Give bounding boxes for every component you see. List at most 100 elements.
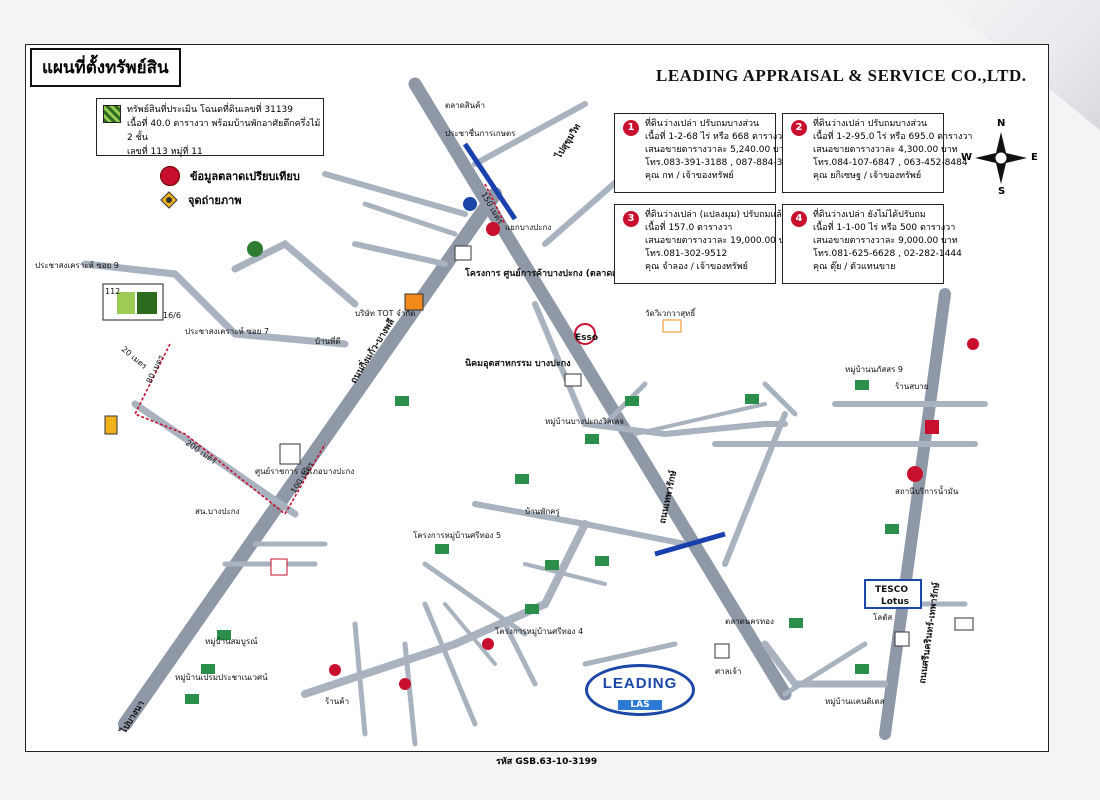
company-logo: LEADING LAS — [585, 664, 695, 716]
comparable-line: คุณ ตุ๊ย / ตัวแทนขาย — [813, 262, 896, 272]
compass-e: E — [1031, 152, 1038, 163]
comparable-line: ที่ดินว่างเปล่า ปรับถมบางส่วน — [645, 119, 760, 129]
label-gov-center: ศูนย์ราชการ อำเภอบางปะกง — [255, 466, 354, 477]
comparable-box-3: 3 ที่ดินว่างเปล่า (แปลงมุม) ปรับถมแล้ว เ… — [614, 204, 796, 284]
comparable-line: เนื้อที่ 157.0 ตารางวา — [645, 223, 733, 233]
store-icon — [925, 420, 939, 434]
comparable-markers — [329, 222, 500, 690]
comparable-line: โทร.081-625-6628 , 02-282-1444 — [813, 249, 962, 259]
tesco-lotus-icon — [864, 579, 922, 609]
comparable-line: คุณ กท / เจ้าของทรัพย์ — [645, 171, 734, 181]
label-village-1: หมู่บ้านสมบูรณ์ — [205, 636, 258, 647]
label-gas: สถานีบริการน้ำมัน — [895, 485, 959, 496]
label-teacher-house: บ้านพักครู — [525, 507, 561, 517]
label-wat: วัดวิเวกวาสุทธิ์ — [645, 307, 697, 318]
document-code: รหัส GSB.63-10-3199 — [496, 757, 598, 767]
rail-segment-north — [462, 142, 518, 221]
map-title: แผนที่ตั้งทรัพย์สิน — [30, 48, 181, 87]
building-icon-2 — [894, 631, 910, 647]
comparable-line: โทร.084-107-6847 , 063-452-8484 — [813, 158, 968, 168]
main-highway — [118, 187, 502, 731]
wat-icon — [662, 319, 682, 333]
label-lotus: โลตัส — [873, 612, 892, 622]
comparable-number: 4 — [791, 211, 807, 227]
shop-icon — [404, 293, 424, 311]
comparable-line: เสนอขายตารางวาละ 5,240.00 บาท — [645, 145, 790, 155]
label-police: สน.บางปะกง — [195, 507, 240, 516]
legend-subject: ทรัพย์สินที่ประเมิน โฉนดที่ดินเลขที่ 311… — [96, 98, 324, 157]
government-icon — [279, 443, 301, 465]
route-to-property — [133, 343, 286, 515]
label-to-sukhumvit: ไปสุขุมวิท — [552, 121, 583, 161]
street-map: 112 16/6 TESCO Lotus — [35, 77, 988, 747]
bank-icon — [714, 643, 730, 659]
comparable-line: ที่ดินว่างเปล่า ปรับถมบางส่วน — [813, 119, 928, 129]
plot-number-112: 112 — [105, 287, 120, 296]
label-industrial-estate: นิคมอุตสาหกรรม บางปะกง — [465, 358, 571, 369]
compass-w: W — [961, 152, 973, 163]
legend-line-3: เลขที่ 113 หมู่ที่ 11 — [127, 147, 203, 157]
comparable-line: เนื้อที่ 1-2-95.0 ไร่ หรือ 695.0 ตารางวา — [813, 132, 973, 142]
label-srithong5: โครงการหมู่บ้านศรีทอง 5 — [413, 530, 501, 541]
hospital-cross-icon — [967, 338, 979, 350]
north-south-highway — [408, 77, 792, 701]
comparable-box-1: 1 ที่ดินว่างเปล่า ปรับถมบางส่วน เนื้อที่… — [614, 113, 800, 193]
comparable-line: เสนอขายตารางวาละ 9,000.00 บาท — [813, 236, 958, 246]
comparable-line: คุณ ยกิเซษฐ / เจ้าของทรัพย์ — [813, 171, 922, 181]
compass-n: N — [997, 118, 1006, 129]
comparable-line: เนื้อที่ 1-2-68 ไร่ หรือ 668 ตารางวา — [645, 132, 788, 142]
plot-number-16-6: 16/6 — [163, 311, 181, 320]
comparable-line: เสนอขายตารางวาละ 4,300.00 บาท — [813, 145, 958, 155]
label-market: ตลาดนครทอง — [725, 617, 774, 626]
label-store: ร้านค้า — [325, 697, 349, 706]
label-market-project: โครงการ ศูนย์การค้าบางปะกง (ตลาดเอกชัยเว… — [464, 267, 661, 279]
tree-icon — [247, 241, 263, 257]
market-data-icon — [160, 166, 180, 186]
photo-point-icon — [160, 191, 178, 209]
comparable-line: ที่ดินว่างเปล่า (แปลงมุม) ปรับถมแล้ว — [645, 210, 787, 220]
label-village-3: หมู่บ้านบางปะกงวิลเลจ — [545, 417, 624, 427]
label-village-2: หมู่บ้านเปรมประชาเนเวศน์ — [175, 672, 268, 683]
label-soi9: ประชาสงเคราะห์ ซอย 9 — [35, 260, 119, 270]
label-village-9: หมู่บ้านนภัสสร 9 — [845, 365, 903, 375]
logo-main-text: LEADING — [602, 675, 678, 692]
road-network — [81, 77, 988, 747]
tesco-label: TESCO — [875, 585, 908, 595]
comparable-line: โทร.083-391-3188 , 087-884-3982 — [645, 158, 800, 168]
compass-icon — [975, 132, 1027, 184]
subject-property: 112 16/6 — [102, 283, 181, 321]
fuel-icon — [907, 466, 923, 482]
comparable-line: เสนอขายตารางวาละ 19,000.00 บาท — [645, 236, 796, 246]
legend-line-1: ทรัพย์สินที่ประเมิน โฉนดที่ดินเลขที่ 311… — [127, 105, 294, 115]
factory-icon — [564, 373, 582, 387]
legend-market-label: ข้อมูลตลาดเปรียบเทียบ — [190, 170, 300, 183]
label-srithong4: โครงการหมู่บ้านศรีทอง 4 — [495, 626, 583, 637]
comparable-box-4: 4 ที่ดินว่างเปล่า ยังไม่ได้ปรับถม เนื้อท… — [782, 204, 962, 284]
signpost-icon — [104, 415, 118, 435]
comparable-number: 3 — [623, 211, 639, 227]
legend-symbols: ข้อมูลตลาดเปรียบเทียบ จุดถ่ายภาพ — [160, 164, 300, 212]
label-shop: ร้านสบาย — [895, 382, 928, 391]
label-house: บ้านพี่ดี — [315, 335, 341, 346]
label-20m: 20 เมตร — [120, 345, 149, 372]
comparable-line: ที่ดินว่างเปล่า ยังไม่ได้ปรับถม — [813, 210, 926, 220]
legend-line-2: เนื้อที่ 40.0 ตารางวา พร้อมบ้านพักอาศัยต… — [127, 119, 321, 143]
label-village-candy: หมู่บ้านแคนดิเดส — [825, 697, 885, 707]
comp-marker-1 — [486, 222, 500, 236]
comp-marker-3 — [399, 678, 411, 690]
comparable-box-2: 2 ที่ดินว่างเปล่า ปรับถมบางส่วน เนื้อที่… — [782, 113, 973, 193]
compass-s: S — [998, 186, 1006, 197]
comparable-line: โทร.081-302-9512 — [645, 249, 728, 259]
gas-station-icon — [574, 323, 596, 345]
label-esso: Esso — [575, 333, 598, 343]
compass-rose: N S W E — [961, 118, 1038, 197]
landmark-icons: TESCO Lotus — [104, 197, 979, 659]
legend-photo-label: จุดถ่ายภาพ — [188, 194, 242, 207]
label-200m: 200 เมตร — [184, 438, 219, 466]
company-name: LEADING APPRAISAL & SERVICE CO.,LTD. — [656, 66, 1027, 85]
comparable-number: 1 — [623, 120, 639, 136]
comp-marker-2 — [482, 638, 494, 650]
temple-icon — [463, 197, 477, 211]
comparable-line: เนื้อที่ 1-1-00 ไร่ หรือ 500 ตารางวา — [813, 223, 956, 233]
building-icon — [454, 245, 472, 261]
